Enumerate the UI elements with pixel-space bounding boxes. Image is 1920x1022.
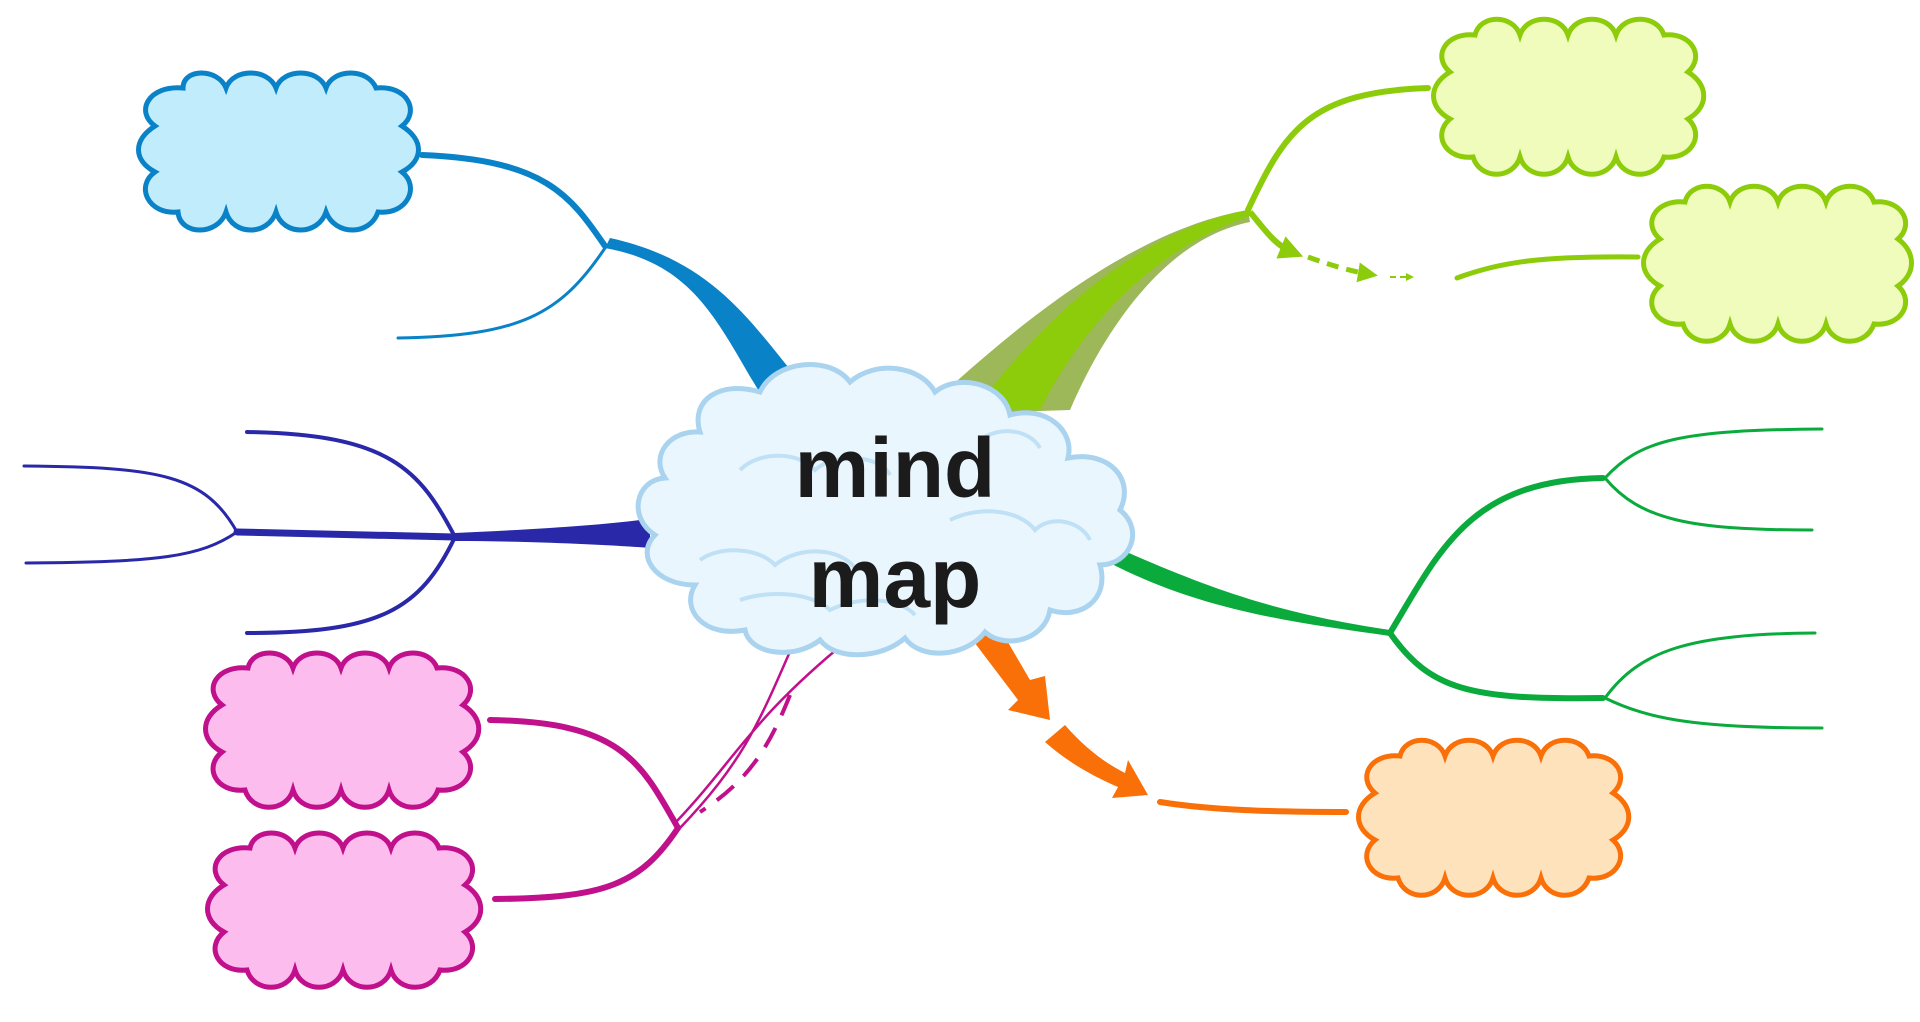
branch-navy [22,430,655,635]
branch-light-blue [396,152,812,406]
branch-navy-sub-upper [245,430,457,539]
central-topic-line-1: mind [794,421,996,515]
branch-green [1100,427,1824,730]
branch-green-leaf-4 [1603,696,1824,730]
branch-magenta-sub-bottom [492,825,681,902]
branch-magenta-sub-top [487,717,681,831]
branch-light-blue-main [605,238,812,406]
branch-green-leaf-2 [1603,476,1814,532]
cloud-node-magenta-bottom[interactable] [205,830,484,990]
cloud-magenta-top-shape[interactable] [203,650,482,810]
branch-green-leaf-1 [1603,427,1824,480]
branch-navy-main [455,518,655,548]
branch-lime-sub-bottom [1454,254,1641,281]
central-topic-line-2: map [808,531,982,625]
branch-green-main [1100,540,1390,636]
cloud-lime-bottom-shape[interactable] [1641,183,1914,344]
central-cloud-shape[interactable] [635,362,1136,658]
cloud-node-orange[interactable] [1356,737,1632,898]
cloud-magenta-bottom-shape[interactable] [205,830,484,990]
cloud-node-lime-top[interactable] [1431,16,1707,177]
branch-orange-line [1157,799,1349,815]
cloud-orange-shape[interactable] [1356,737,1632,898]
branch-lime [920,85,1641,415]
central-cloud-inner-2 [698,548,857,570]
branch-magenta-main-dash [698,694,792,814]
branch-orange [965,620,1349,815]
branch-navy-sub-far-lower [24,530,239,565]
branch-green-leaf-3 [1603,631,1817,700]
branch-magenta [487,639,849,902]
central-cloud-node[interactable] [635,362,1136,658]
branch-lime-arrow-1 [1247,210,1304,259]
branch-navy-sub-lower [245,535,457,635]
cloud-node-magenta-top[interactable] [203,650,482,810]
branch-light-blue-sub-bottom [396,246,607,340]
branch-lime-arrow-2 [1307,254,1378,283]
central-cloud-inner-4 [978,429,1042,450]
branch-magenta-main-outline [674,639,849,830]
branch-orange-arrow-1 [965,620,1050,720]
branch-orange-arrow-2 [1045,725,1148,798]
cloud-node-lime-bottom[interactable] [1641,183,1914,344]
cloud-node-light-blue[interactable] [136,70,421,233]
branch-navy-sub-far-upper [22,464,239,534]
central-cloud-inner-1 [738,453,892,477]
branch-green-sub-lower [1387,630,1606,702]
central-cloud-inner-3 [949,509,1092,542]
branch-green-sub-upper [1387,475,1606,636]
branch-navy-trunk [233,528,459,541]
branch-light-blue-sub-top [419,152,608,249]
central-cloud-inner-5 [739,592,917,617]
branch-lime-main [975,210,1250,410]
cloud-light-blue-shape[interactable] [136,70,421,233]
cloud-lime-top-shape[interactable] [1431,16,1707,177]
branch-lime-sub-top [1245,85,1431,213]
